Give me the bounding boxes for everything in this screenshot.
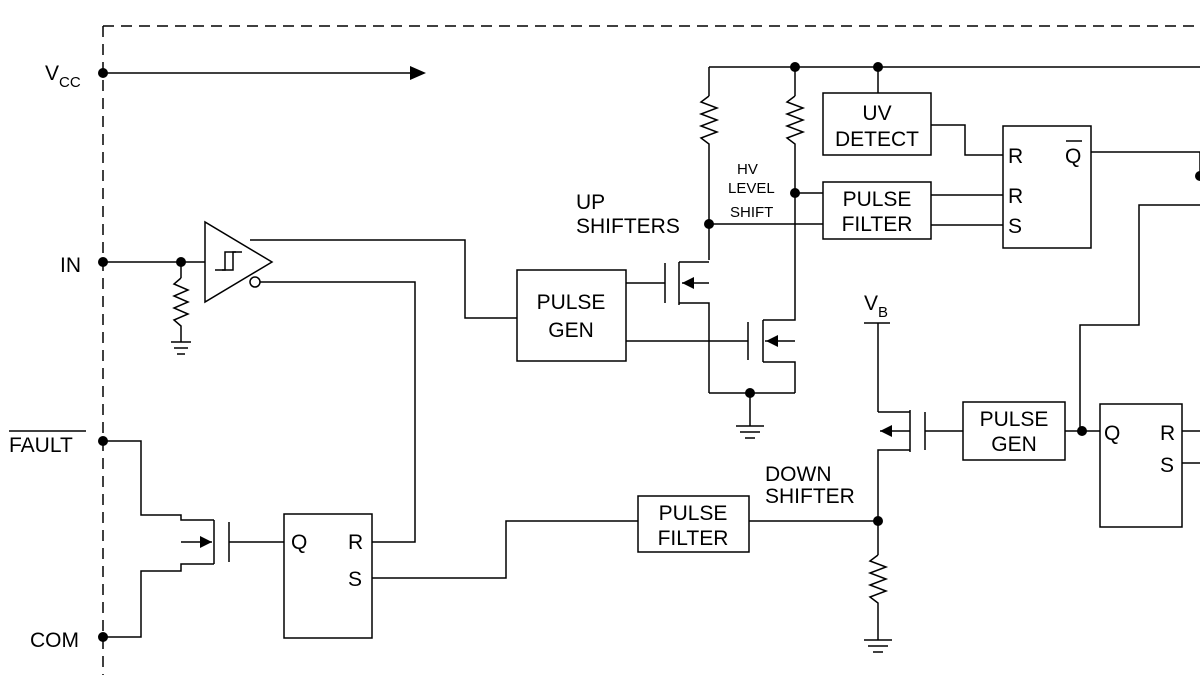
pulse-gen-left-wiring [626, 282, 748, 342]
pulse-filter-bottom-line1: PULSE [659, 502, 728, 525]
fault-latch-s: S [348, 568, 362, 591]
vcc-pin-label: VCC [45, 62, 81, 91]
uv-detect-line2: DETECT [835, 128, 919, 151]
bottom-right-latch-wiring [1182, 430, 1200, 464]
in-pin-label: IN [60, 254, 81, 277]
top-latch-output-wiring [1091, 151, 1200, 181]
top-latch-r1: R [1008, 145, 1023, 168]
down-shifter-resistor [749, 516, 892, 653]
top-latch-s: S [1008, 215, 1022, 238]
top-latch-block [1002, 125, 1092, 249]
bottom-right-latch-r: R [1160, 422, 1175, 445]
down-shifter-mosfet [877, 323, 963, 520]
fault-mosfet [103, 440, 230, 638]
pulse-filter-bottom-wire [372, 520, 638, 579]
vcc-arrow [103, 66, 426, 80]
feedback-wiring [1077, 204, 1200, 436]
pulse-gen-right-line2: GEN [991, 433, 1037, 456]
pulse-gen-left-line1: PULSE [537, 291, 606, 314]
up-shifters-line2: SHIFTERS [576, 215, 680, 238]
hv-level-shift-line3: SHIFT [730, 204, 773, 221]
pulse-filter-top-block [822, 181, 932, 240]
pulse-filter-bottom-line2: FILTER [658, 527, 729, 550]
pulse-gen-right-line1: PULSE [980, 408, 1049, 431]
down-shifter-line2: SHIFTER [765, 485, 855, 508]
com-pin-label: COM [30, 629, 79, 652]
hv-level-shift-line2: LEVEL [728, 180, 775, 197]
top-latch-r2: R [1008, 185, 1023, 208]
bottom-right-latch-q: Q [1104, 422, 1120, 445]
schmitt-trigger-buffer [204, 220, 274, 304]
uv-detect-line1: UV [862, 102, 891, 125]
pulse-gen-left-line2: GEN [548, 319, 594, 342]
pulse-filter-top-wiring [931, 194, 1003, 226]
vb-pin-label: VB [864, 292, 888, 321]
lower-shifter-mosfet [747, 312, 796, 393]
chip-boundary [102, 25, 1200, 675]
fault-latch-block [283, 513, 373, 639]
fault-latch-q: Q [291, 531, 307, 554]
uv-detect-block [822, 92, 932, 156]
pulse-gen-left-block [516, 269, 627, 362]
bottom-right-latch-s: S [1160, 454, 1174, 477]
up-shifters-line1: UP [576, 191, 605, 214]
pulse-gen-right-block [962, 401, 1066, 461]
pulse-filter-bottom-block [637, 495, 750, 553]
pulse-filter-top-line2: FILTER [842, 213, 913, 236]
input-wiring [103, 257, 205, 355]
upper-shifter-mosfet [664, 261, 710, 393]
vb-rail-wiring [698, 62, 1200, 312]
uv-detect-wire [931, 124, 1003, 156]
pulse-filter-top-line1: PULSE [843, 188, 912, 211]
shifter-ground [709, 388, 795, 439]
fault-pin-label: FAULT [9, 434, 73, 457]
top-latch-q: Q [1065, 145, 1081, 168]
fault-latch-r: R [348, 531, 363, 554]
hv-level-shift-line1: HV [737, 161, 758, 178]
down-shifter-line1: DOWN [765, 463, 832, 486]
trigger-output-wires [250, 239, 517, 543]
bottom-right-latch-block [1099, 403, 1183, 528]
